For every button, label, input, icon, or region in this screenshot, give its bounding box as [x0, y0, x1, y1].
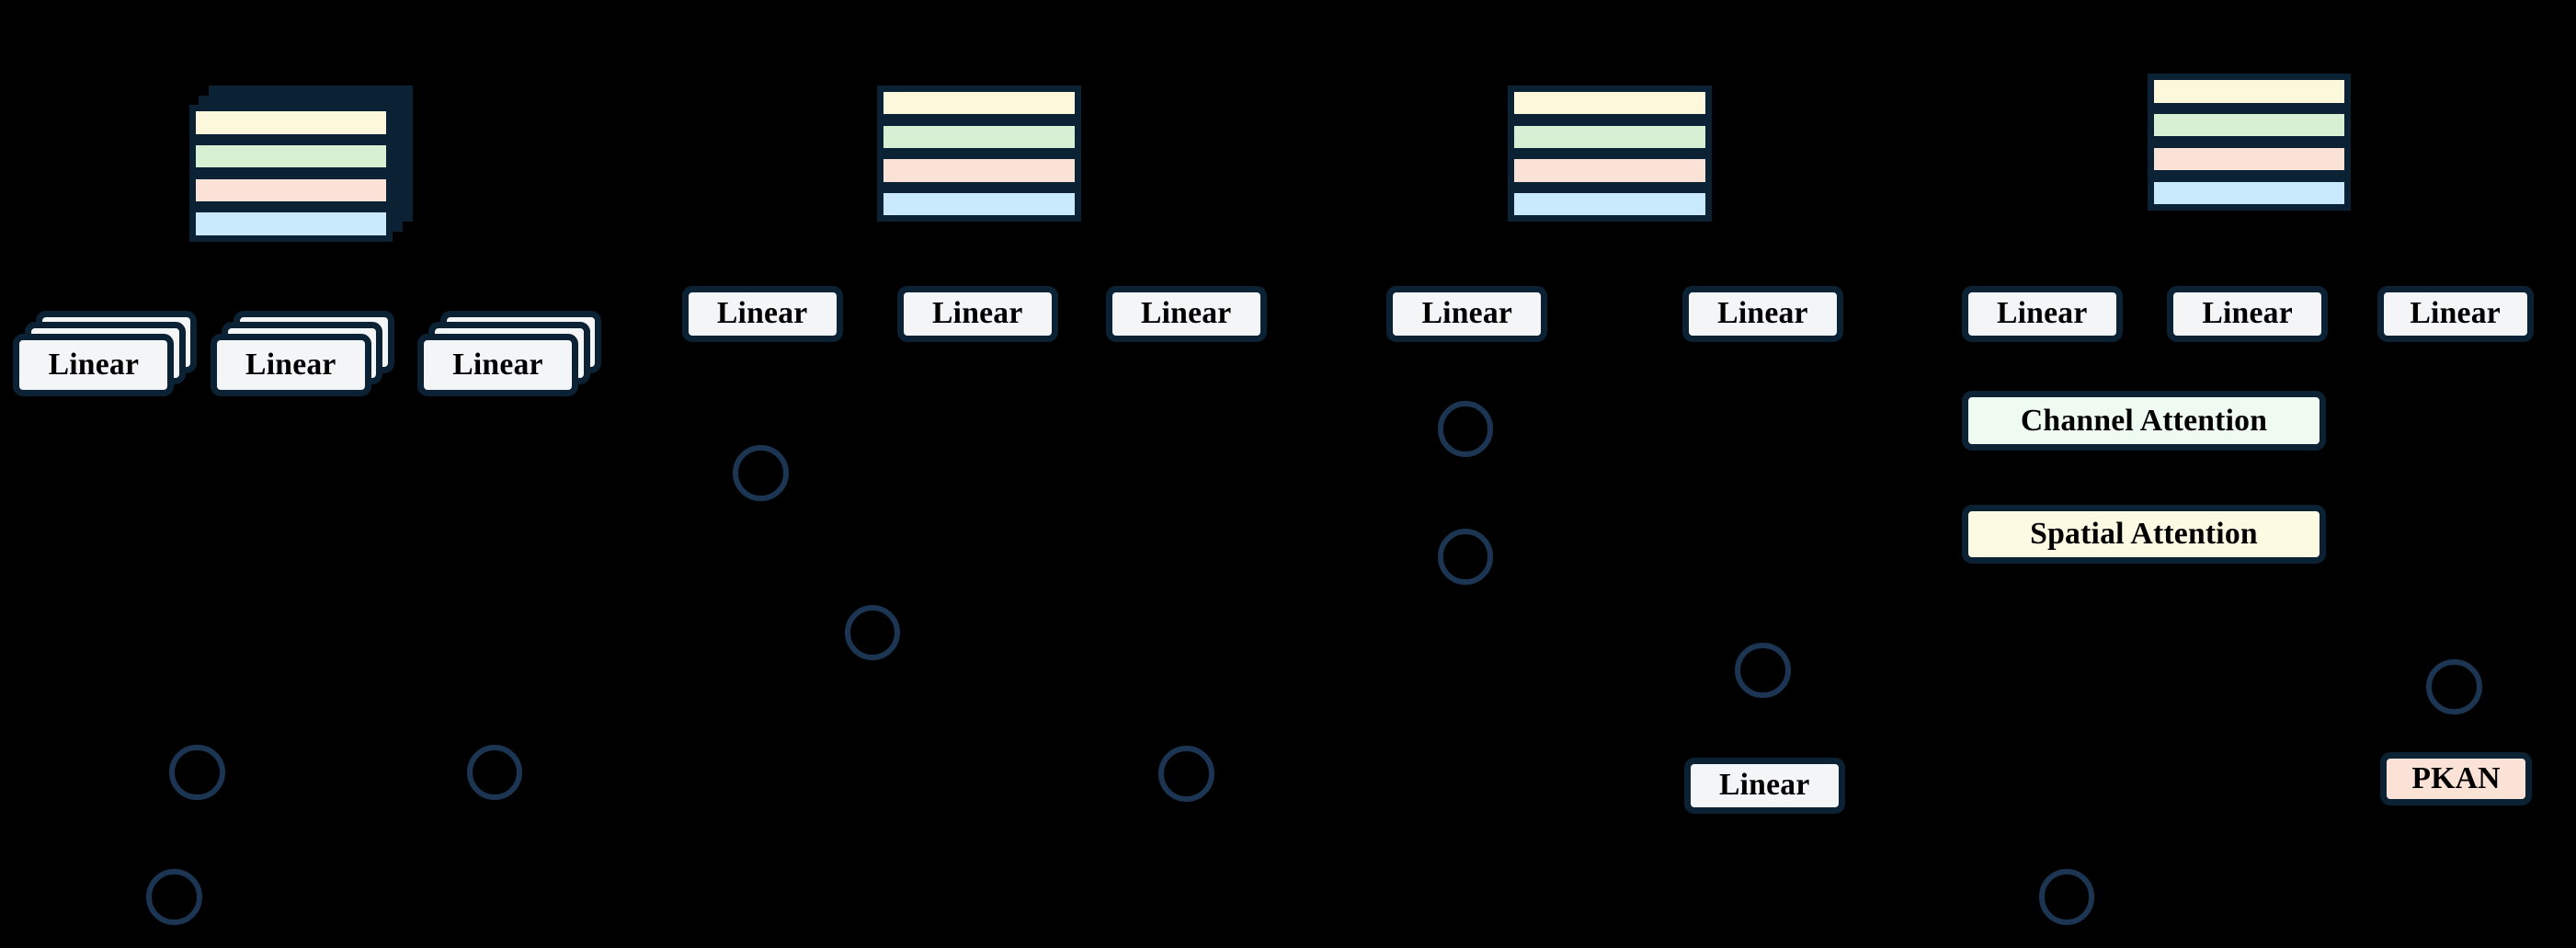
spatial-attention-label: Spatial Attention	[2030, 516, 2258, 551]
node-circle[interactable]	[732, 445, 789, 502]
node-circle[interactable]	[466, 744, 523, 801]
linear-box-label: Linear	[245, 347, 336, 382]
layer-band-cream	[195, 111, 387, 134]
layer-band-cream	[2153, 80, 2345, 103]
linear-box-front[interactable]: Linear	[416, 333, 579, 396]
pkan-label: PKAN	[2411, 761, 2501, 796]
pkan-box[interactable]: PKAN	[2380, 752, 2532, 805]
linear-box-front[interactable]: Linear	[2167, 285, 2329, 342]
layer-card-front	[877, 85, 1081, 223]
channel-attention-box[interactable]: Channel Attention	[1961, 391, 2327, 451]
linear-block[interactable]: Linear	[1681, 285, 1843, 342]
linear-box-front[interactable]: Linear	[1683, 757, 1845, 814]
linear-box-front[interactable]: Linear	[13, 333, 175, 396]
layer-band-green	[2153, 114, 2345, 137]
linear-block[interactable]: Linear	[1683, 757, 1845, 814]
linear-box-label: Linear	[931, 296, 1023, 331]
linear-block[interactable]: Linear	[1961, 285, 2123, 342]
linear-box-label: Linear	[2410, 296, 2501, 331]
linear-box-label: Linear	[48, 347, 140, 382]
node-circle[interactable]	[1437, 401, 1494, 457]
layer-band-green	[1514, 125, 1706, 148]
linear-block[interactable]: Linear	[2377, 285, 2534, 342]
linear-box-front[interactable]: Linear	[681, 285, 843, 342]
linear-box-label: Linear	[452, 347, 543, 382]
layer-band-blue	[1514, 193, 1706, 216]
linear-block[interactable]: Linear	[13, 310, 198, 396]
linear-box-front[interactable]: Linear	[2377, 285, 2534, 342]
linear-block[interactable]: Linear	[1105, 285, 1267, 342]
layer-band-green	[195, 145, 387, 168]
linear-box-front[interactable]: Linear	[896, 285, 1058, 342]
layer-stack	[188, 85, 413, 242]
layer-card-front	[1508, 85, 1713, 223]
linear-box-front[interactable]: Linear	[1961, 285, 2123, 342]
linear-block[interactable]: Linear	[896, 285, 1058, 342]
node-circle[interactable]	[2426, 658, 2483, 715]
layer-band-blue	[195, 212, 387, 235]
linear-box-front[interactable]: Linear	[210, 333, 371, 396]
channel-attention-label: Channel Attention	[2020, 403, 2268, 438]
linear-block[interactable]: Linear	[416, 310, 602, 396]
node-circle[interactable]	[1735, 642, 1791, 699]
linear-block[interactable]: Linear	[210, 310, 394, 396]
layer-band-peach	[2153, 147, 2345, 170]
layer-band-green	[883, 125, 1075, 148]
layer-band-cream	[883, 91, 1075, 115]
linear-box-label: Linear	[1140, 296, 1232, 331]
node-circle[interactable]	[1157, 746, 1214, 803]
node-circle[interactable]	[146, 869, 202, 926]
linear-box-label: Linear	[1996, 296, 2088, 331]
node-circle[interactable]	[2038, 869, 2095, 926]
layer-band-blue	[883, 193, 1075, 216]
layer-stack	[2147, 74, 2352, 211]
linear-block[interactable]: Linear	[681, 285, 843, 342]
linear-box-label: Linear	[716, 296, 808, 331]
linear-block[interactable]: Linear	[1386, 285, 1548, 342]
linear-block[interactable]: Linear	[2167, 285, 2329, 342]
layer-band-peach	[883, 159, 1075, 182]
layer-stack	[877, 85, 1081, 223]
spatial-attention-box[interactable]: Spatial Attention	[1961, 504, 2327, 564]
layer-card-front	[2147, 74, 2352, 211]
layer-band-cream	[1514, 91, 1706, 115]
linear-box-label: Linear	[2202, 296, 2293, 331]
node-circle[interactable]	[169, 744, 225, 801]
layer-card-front	[188, 105, 393, 242]
linear-box-front[interactable]: Linear	[1681, 285, 1843, 342]
linear-box-front[interactable]: Linear	[1386, 285, 1548, 342]
node-circle[interactable]	[1437, 529, 1494, 586]
linear-box-label: Linear	[1421, 296, 1513, 331]
node-circle[interactable]	[844, 604, 901, 661]
linear-box-label: Linear	[1717, 296, 1808, 331]
layer-band-peach	[195, 178, 387, 201]
layer-band-peach	[1514, 159, 1706, 182]
linear-box-label: Linear	[1718, 768, 1810, 803]
layer-band-blue	[2153, 181, 2345, 204]
linear-box-front[interactable]: Linear	[1105, 285, 1267, 342]
layer-stack	[1508, 85, 1713, 223]
